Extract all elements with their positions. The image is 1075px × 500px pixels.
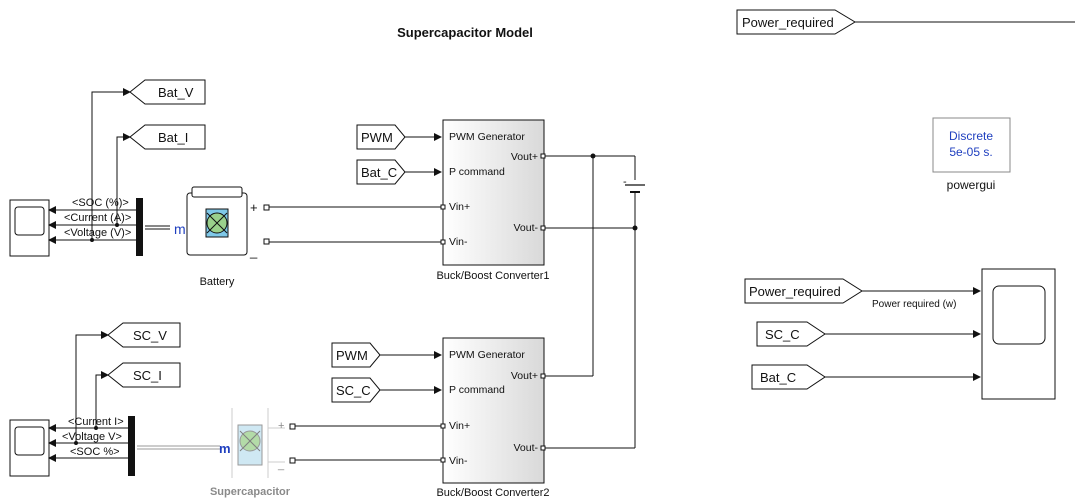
battery-signal-current: <Current (A)>: [64, 212, 131, 224]
conv1-port-vinm: Vin-: [449, 236, 468, 248]
conv2-port-vinm: Vin-: [449, 455, 468, 467]
conv1-port-pcmd: P command: [449, 166, 505, 178]
goto-bat-v[interactable]: Bat_V: [129, 79, 206, 105]
battery-port-m: m: [174, 221, 186, 237]
sc-minus: _: [277, 459, 285, 471]
conv1-port-voutp: Vout+: [511, 151, 538, 163]
sc-bus-selector[interactable]: [128, 416, 135, 476]
power-required-signal-label: Power required (w): [872, 299, 956, 310]
conv1-port-vinp: Vin+: [449, 201, 470, 213]
svg-text:Discrete: Discrete: [949, 129, 993, 143]
conv1-port-voutm: Vout-: [513, 222, 538, 234]
converter1-label: Buck/Boost Converter1: [436, 270, 549, 282]
svg-text:Bat_C: Bat_C: [760, 370, 796, 385]
from-pwm-2[interactable]: PWM: [331, 342, 381, 368]
dc-load-source[interactable]: -: [623, 156, 645, 228]
svg-text:Bat_I: Bat_I: [158, 130, 188, 145]
from-bat-c-3[interactable]: Bat_C: [751, 364, 826, 390]
converter2-block[interactable]: [442, 337, 545, 484]
conv2-port-pcmd: P command: [449, 384, 505, 396]
from-bat-c-1[interactable]: Bat_C: [356, 159, 406, 185]
sc-signal-soc: <SOC %>: [70, 446, 120, 458]
diagram-title: Supercapacitor Model: [397, 25, 533, 40]
converter2-label: Buck/Boost Converter2: [436, 487, 549, 499]
battery-plus: +: [250, 200, 258, 215]
sc-signal-voltage: <Voltage V>: [62, 431, 122, 443]
from-sc-c-3[interactable]: SC_C: [756, 321, 826, 347]
battery-bus-selector[interactable]: [136, 198, 143, 256]
svg-text:PWM: PWM: [336, 348, 368, 363]
from-pwm-1[interactable]: PWM: [356, 124, 406, 150]
svg-text:Power_required: Power_required: [742, 15, 834, 30]
supercapacitor-block[interactable]: [231, 408, 285, 478]
conv1-port-pwm: PWM Generator: [449, 131, 525, 143]
svg-text:-: -: [623, 176, 627, 188]
svg-text:SC_C: SC_C: [765, 327, 800, 342]
from-power-required[interactable]: Power_required: [744, 278, 863, 304]
svg-text:5e-05 s.: 5e-05 s.: [949, 145, 992, 159]
battery-block[interactable]: [186, 186, 248, 256]
goto-sc-v[interactable]: SC_V: [107, 322, 181, 348]
power-scope[interactable]: [981, 268, 1056, 400]
svg-text:SC_C: SC_C: [336, 383, 371, 398]
from-sc-c-2[interactable]: SC_C: [331, 377, 381, 403]
conv2-port-pwm: PWM Generator: [449, 349, 525, 361]
goto-bat-i[interactable]: Bat_I: [129, 124, 206, 150]
svg-text:Power_required: Power_required: [749, 284, 841, 299]
conv2-port-vinp: Vin+: [449, 420, 470, 432]
goto-sc-i[interactable]: SC_I: [107, 362, 181, 388]
powergui-label: powergui: [947, 178, 996, 192]
svg-text:SC_I: SC_I: [133, 368, 162, 383]
battery-scope[interactable]: [9, 199, 50, 257]
powergui-block[interactable]: Discrete 5e-05 s.: [932, 117, 1011, 173]
battery-label: Battery: [200, 276, 235, 288]
svg-text:Bat_C: Bat_C: [361, 165, 397, 180]
converter1-block[interactable]: [442, 119, 545, 266]
goto-power-required-top[interactable]: Power_required: [736, 9, 856, 35]
battery-minus: _: [249, 244, 258, 259]
sc-scope[interactable]: [9, 419, 50, 477]
battery-signal-soc: <SOC (%)>: [72, 197, 129, 209]
sc-plus: +: [278, 420, 284, 432]
svg-text:SC_V: SC_V: [133, 328, 167, 343]
conv2-port-voutm: Vout-: [513, 442, 538, 454]
svg-text:Bat_V: Bat_V: [158, 85, 194, 100]
sc-label: Supercapacitor: [210, 486, 291, 498]
conv2-port-voutp: Vout+: [511, 370, 538, 382]
battery-signal-voltage: <Voltage (V)>: [64, 227, 131, 239]
sc-port-m: m: [219, 441, 231, 456]
svg-text:PWM: PWM: [361, 130, 393, 145]
